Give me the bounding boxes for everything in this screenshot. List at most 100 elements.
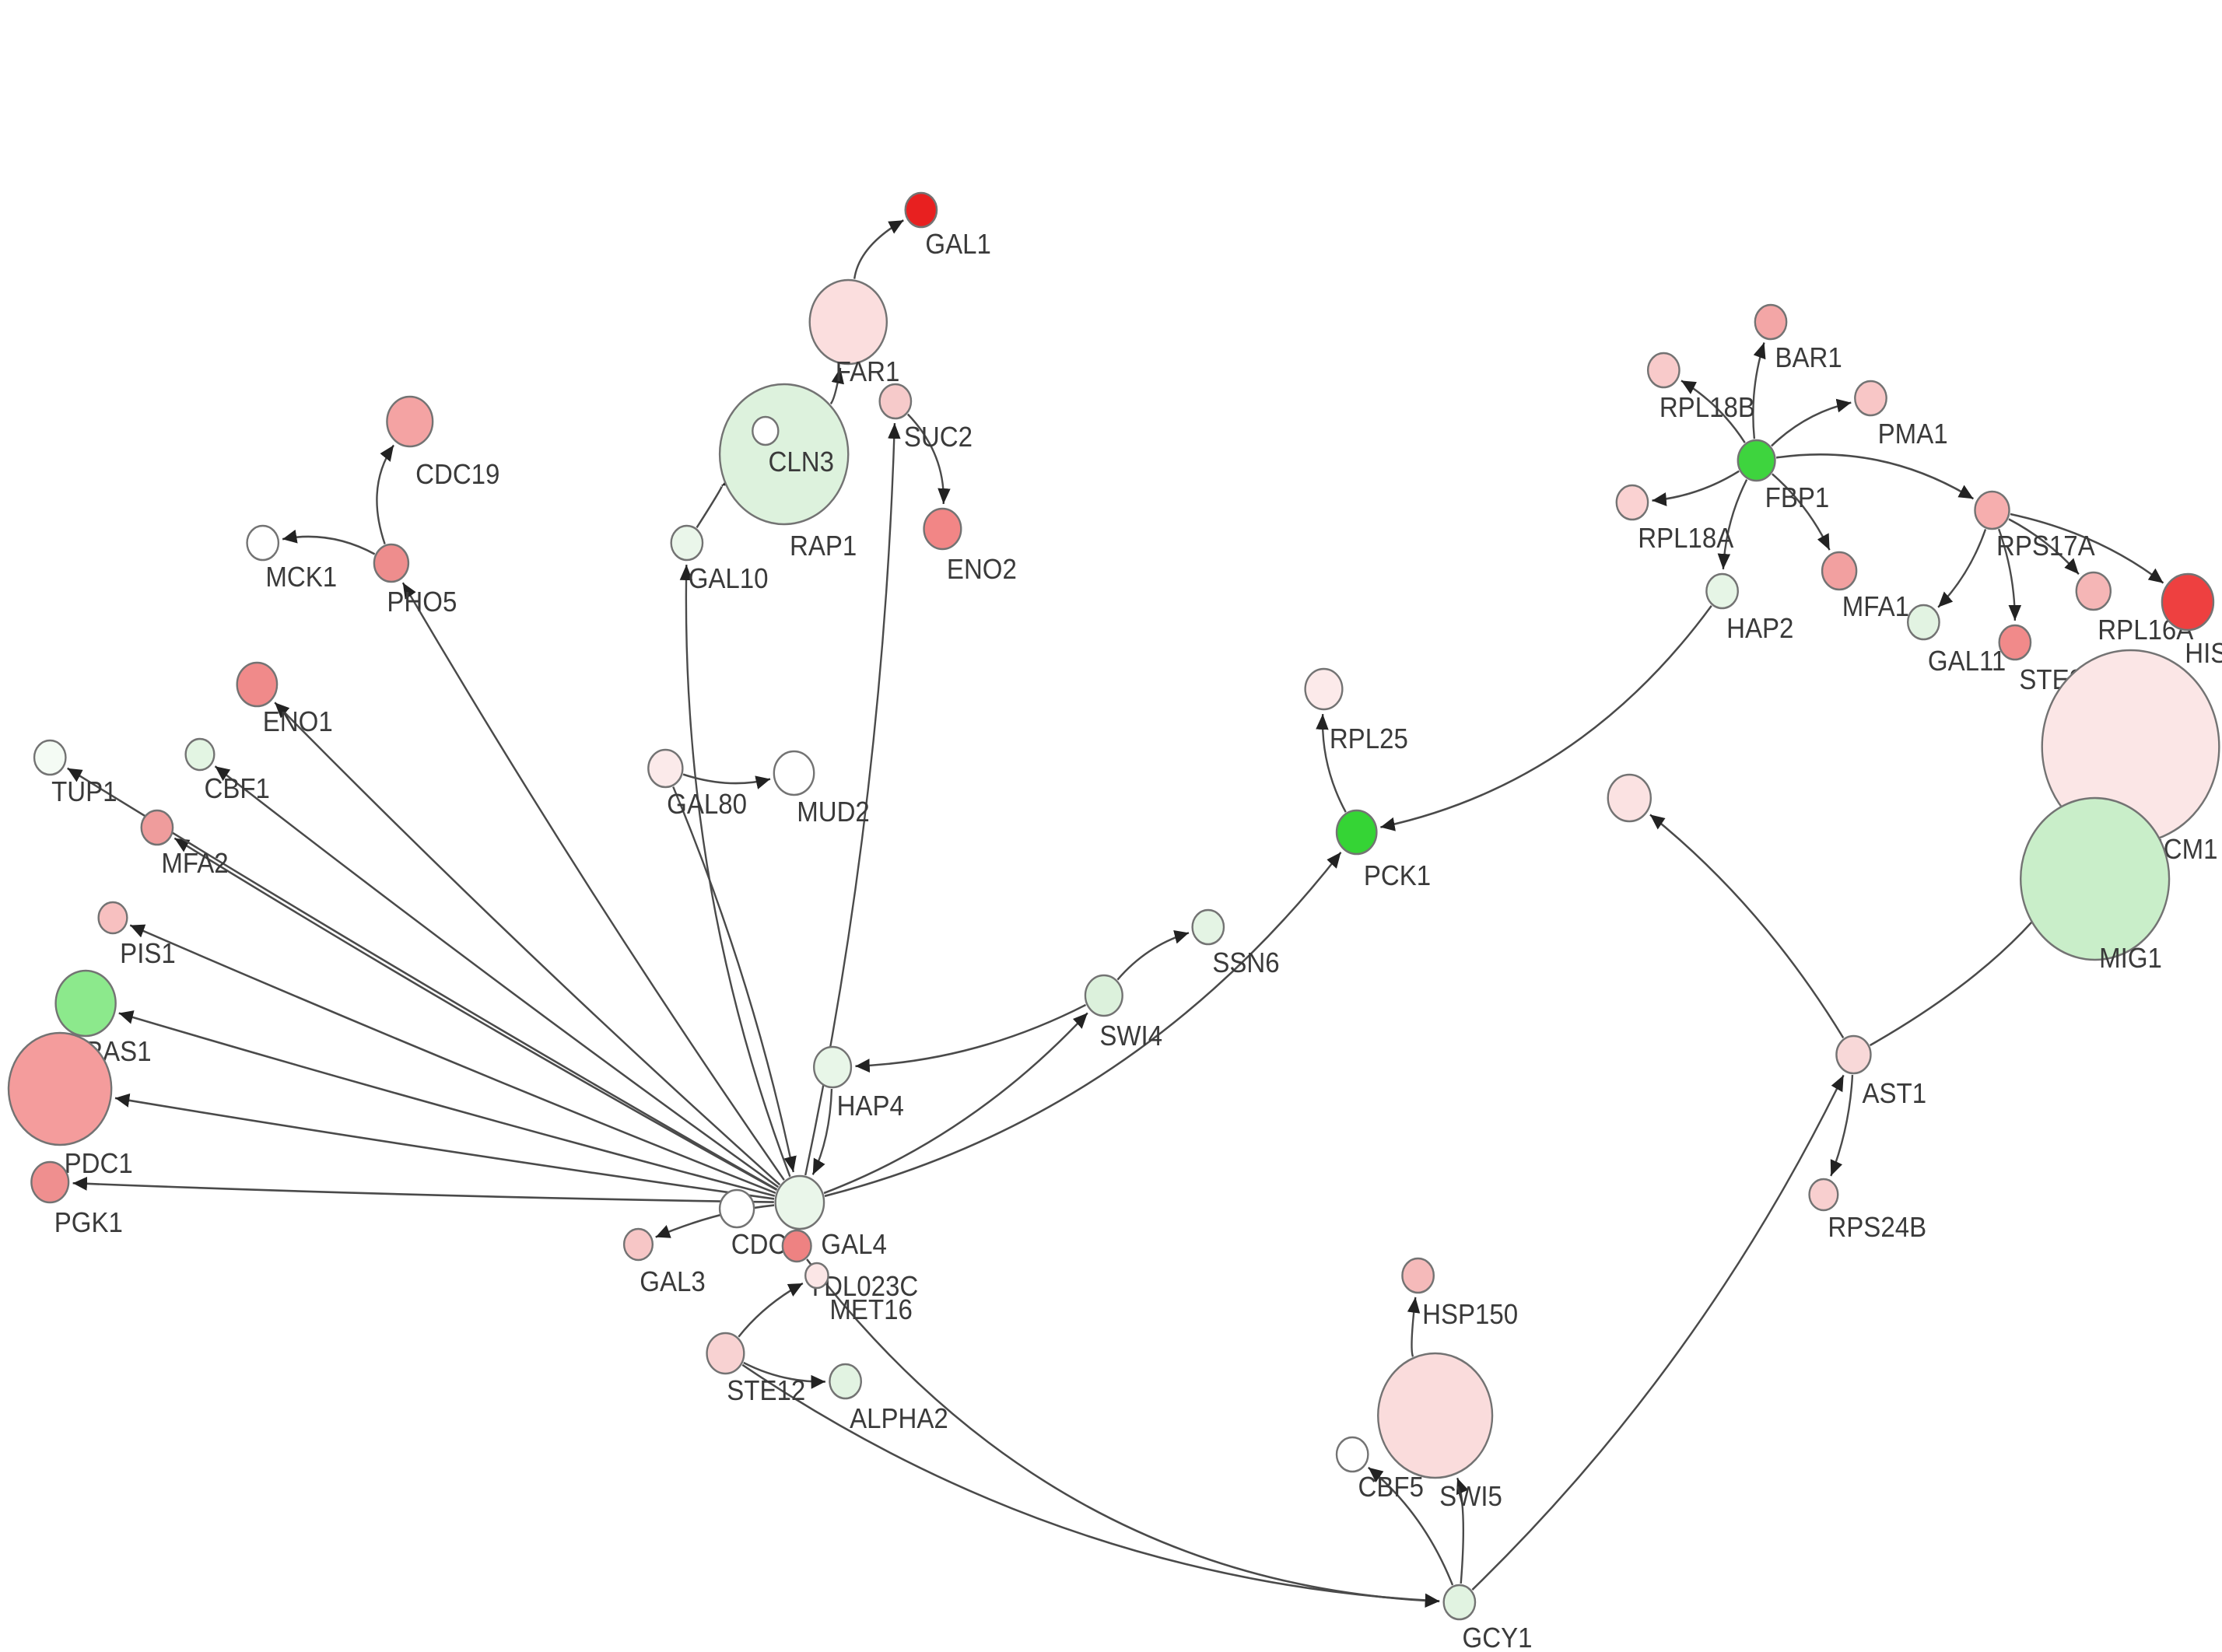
- node-circle-HSP150[interactable]: [1401, 1257, 1435, 1294]
- edge-GAL4-PDC1[interactable]: [114, 1093, 775, 1200]
- node-circle-CLN3[interactable]: [718, 383, 850, 526]
- edge-PHO5-MCK1[interactable]: [282, 529, 376, 555]
- node-circle-BAR1[interactable]: [1754, 303, 1788, 341]
- node-BAR1[interactable]: BAR1: [1754, 303, 1842, 373]
- node-circle-MUD2[interactable]: [773, 750, 815, 796]
- node-circle-RPL16A[interactable]: [2075, 571, 2112, 611]
- node-PDC1[interactable]: PDC1: [7, 1031, 133, 1179]
- node-UNK[interactable]: [1607, 773, 1652, 823]
- node-circle-GAL4[interactable]: [774, 1174, 825, 1230]
- node-PHO5[interactable]: PHO5: [373, 543, 457, 618]
- edge-GAL4-PGK1[interactable]: [72, 1176, 774, 1203]
- node-circle-HAP4[interactable]: [813, 1045, 853, 1089]
- edge-STE12-MET16[interactable]: [738, 1282, 804, 1338]
- node-circle-CDC6[interactable]: [718, 1188, 755, 1229]
- node-circle-SUC2[interactable]: [878, 383, 913, 420]
- node-circle-PMA1[interactable]: [1854, 380, 1887, 417]
- node-circle-PCK1[interactable]: [1335, 809, 1378, 856]
- edge-GAL80-GAL4[interactable]: [672, 786, 797, 1173]
- node-GCY1[interactable]: GCY1: [1442, 1584, 1533, 1652]
- node-circle-CDC19[interactable]: [386, 395, 434, 448]
- edge-GAL4-PCK1[interactable]: [824, 851, 1342, 1198]
- node-CBF1[interactable]: CBF1: [184, 737, 270, 804]
- node-PMA1[interactable]: PMA1: [1854, 380, 1948, 450]
- edge-RPS17A-GAL11[interactable]: [1937, 528, 1987, 608]
- node-circle-SSN6[interactable]: [1191, 908, 1225, 946]
- node-circle-PGK1[interactable]: [30, 1160, 70, 1204]
- node-circle-RPS24B[interactable]: [1808, 1178, 1839, 1212]
- node-GAL11[interactable]: GAL11: [1907, 604, 2006, 677]
- edge-SWI4-HAP4[interactable]: [855, 1003, 1087, 1073]
- node-circle-MFA1[interactable]: [1821, 551, 1858, 591]
- node-GAL80[interactable]: GAL80: [647, 748, 747, 820]
- node-CLN3[interactable]: CLN3: [718, 383, 850, 526]
- node-circle-CBF1[interactable]: [184, 737, 216, 772]
- node-RPS24B[interactable]: RPS24B: [1808, 1178, 1927, 1243]
- node-circle-MET16[interactable]: [804, 1262, 829, 1290]
- node-circle-GAL1[interactable]: [904, 191, 938, 229]
- node-RPL18A[interactable]: RPL18A: [1615, 484, 1734, 554]
- edge-FBP1-BAR1[interactable]: [1752, 341, 1766, 439]
- edge-STE12-ALPHA2[interactable]: [743, 1361, 825, 1389]
- node-CDC19[interactable]: CDC19: [386, 395, 499, 490]
- edge-FBP1-RPL18A[interactable]: [1652, 470, 1740, 506]
- node-circle-PDC1[interactable]: [7, 1031, 113, 1146]
- node-circle-FAR1[interactable]: [808, 278, 888, 366]
- edge-FAR1-GAL1[interactable]: [853, 219, 904, 279]
- node-FAR1[interactable]: FAR1: [808, 278, 900, 387]
- edge-FBP1-RPS17A[interactable]: [1775, 453, 1975, 500]
- node-circle-AST1[interactable]: [1835, 1034, 1872, 1075]
- node-MUD2[interactable]: MUD2: [773, 750, 870, 828]
- edge-RPS17A-STE2[interactable]: [1998, 528, 2022, 621]
- node-circle-YDL023C[interactable]: [781, 1229, 812, 1263]
- edge-PHO5-CDC19[interactable]: [376, 444, 394, 545]
- edge-GAL4-PHO5[interactable]: [401, 582, 785, 1181]
- edge-GCY1-AST1[interactable]: [1471, 1074, 1845, 1591]
- node-FBP1[interactable]: FBP1: [1737, 439, 1829, 513]
- node-PCK1[interactable]: PCK1: [1335, 809, 1431, 891]
- edge-FBP1-MFA1[interactable]: [1772, 473, 1831, 551]
- node-ENO2[interactable]: ENO2: [923, 507, 1017, 585]
- edge-SWI5-HSP150[interactable]: [1407, 1297, 1421, 1357]
- node-circle-FBP1[interactable]: [1737, 439, 1776, 482]
- node-circle-HIS4[interactable]: [2161, 572, 2215, 632]
- node-circle-ENO2[interactable]: [923, 507, 962, 551]
- edge-GAL4-GAL10[interactable]: [679, 564, 791, 1178]
- node-circle-PHO5[interactable]: [373, 543, 410, 583]
- node-MIG1[interactable]: MIG1: [2020, 796, 2171, 974]
- node-circle-CBF5[interactable]: [1335, 1436, 1369, 1473]
- edge-RPS17A-RPL16A[interactable]: [2008, 518, 2080, 576]
- node-MFA1[interactable]: MFA1: [1821, 551, 1909, 622]
- node-HAP2[interactable]: HAP2: [1705, 572, 1793, 644]
- node-HSP150[interactable]: HSP150: [1401, 1257, 1518, 1330]
- node-circle-ENO1[interactable]: [236, 661, 279, 708]
- edge-PCK1-RPL25[interactable]: [1316, 713, 1347, 813]
- node-PGK1[interactable]: PGK1: [30, 1160, 123, 1238]
- edge-GCY1-CBF5[interactable]: [1368, 1466, 1454, 1586]
- node-circle-GAL10[interactable]: [670, 524, 704, 562]
- node-YDL023C[interactable]: YDL023C: [781, 1229, 918, 1302]
- node-circle-MIG1[interactable]: [2020, 796, 2171, 961]
- edge-GAL4-RAS1[interactable]: [118, 1010, 776, 1197]
- edge-AST1-RPS24B[interactable]: [1830, 1074, 1854, 1177]
- edge-SUC2-ENO2[interactable]: [906, 413, 951, 505]
- edge-FBP1-PMA1[interactable]: [1771, 398, 1852, 447]
- node-GAL3[interactable]: GAL3: [622, 1227, 706, 1297]
- node-circle-RPL25[interactable]: [1304, 667, 1344, 711]
- node-circle-STE2[interactable]: [1998, 624, 2032, 661]
- node-circle-SWI4[interactable]: [1084, 974, 1123, 1017]
- node-RPL25[interactable]: RPL25: [1304, 667, 1408, 754]
- node-circle-GAL80[interactable]: [647, 748, 684, 789]
- node-RPS17A[interactable]: RPS17A: [1974, 490, 2095, 562]
- node-HIS4[interactable]: HIS4: [2161, 572, 2222, 669]
- edge-STE12-GCY1[interactable]: [741, 1363, 1440, 1608]
- node-circle-RPL18B[interactable]: [1646, 352, 1681, 389]
- node-RPL18B[interactable]: RPL18B: [1646, 352, 1755, 423]
- node-ENO1[interactable]: ENO1: [236, 661, 333, 737]
- edge-RPS17A-HIS4[interactable]: [2010, 513, 2164, 584]
- edge-GAL4-TUP1[interactable]: [67, 767, 778, 1191]
- node-MCK1[interactable]: MCK1: [246, 524, 338, 593]
- edge-GAL4-ENO1[interactable]: [274, 702, 781, 1186]
